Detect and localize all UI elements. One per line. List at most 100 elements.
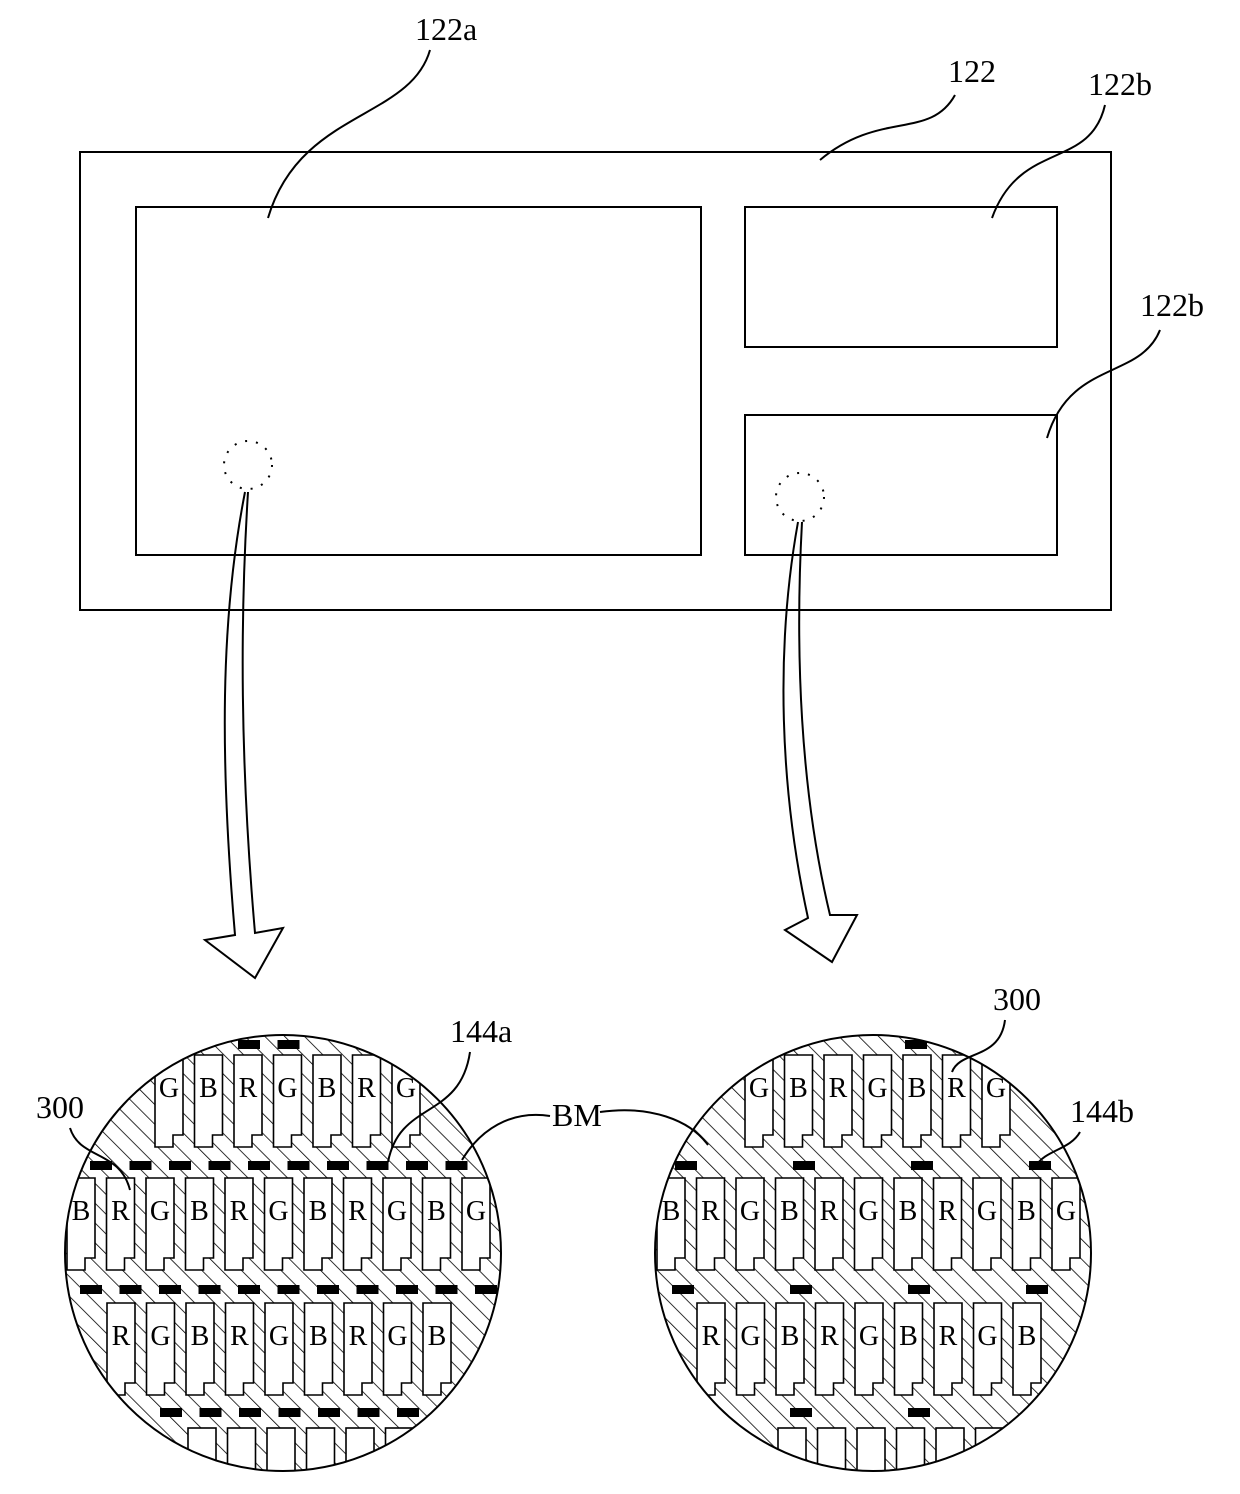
arrow-right — [783, 522, 857, 962]
sub-pixel-color-label: B — [309, 1196, 328, 1227]
sub-pixel-color-label: G — [150, 1196, 170, 1227]
tft-block — [200, 1408, 222, 1417]
tft-block — [120, 1285, 142, 1294]
sub-pixel-cell — [897, 1428, 925, 1478]
label-bm: BM — [552, 1097, 602, 1133]
tft-block — [908, 1408, 930, 1417]
tft-block — [793, 1161, 815, 1170]
tft-block — [130, 1161, 152, 1170]
label-300-right: 300 — [993, 981, 1041, 1017]
panel-122 — [80, 152, 1111, 610]
sub-pixel-color-label: R — [702, 1321, 721, 1352]
sub-pixel-color-label: G — [268, 1196, 288, 1227]
tft-block — [436, 1285, 458, 1294]
tft-block — [278, 1285, 300, 1294]
left-detail-view: GBRGBRGBRGBRGBRGBGRGBRGBRGB — [53, 1025, 572, 1485]
sub-pixel-cell — [1094, 1428, 1122, 1478]
sub-pixel-cell — [386, 1428, 414, 1478]
tft-block — [209, 1161, 231, 1170]
sub-pixel-color-label: B — [309, 1321, 328, 1352]
sub-pixel-color-label: B — [191, 1321, 210, 1352]
sub-pixel-color-label: B — [1017, 1196, 1036, 1227]
sub-pixel-cell — [465, 1428, 493, 1478]
leader-122b-top — [992, 105, 1105, 218]
leader-122a — [268, 50, 430, 218]
sub-pixel-color-label: R — [111, 1196, 130, 1227]
tft-block — [317, 1285, 339, 1294]
sub-pixel-color-label: R — [829, 1073, 848, 1104]
sub-pixel-color-label: R — [239, 1073, 258, 1104]
sub-pixel-cell — [1015, 1428, 1043, 1478]
label-144b: 144b — [1070, 1093, 1134, 1129]
sub-pixel-color-label: B — [427, 1196, 446, 1227]
sub-pixel-color-label: G — [466, 1196, 486, 1227]
sub-pixel-cell — [307, 1428, 335, 1478]
sub-pixel-cell — [425, 1428, 453, 1478]
tft-block — [278, 1040, 300, 1049]
sub-pixel-color-label: R — [112, 1321, 131, 1352]
sub-pixel-color-label: G — [859, 1321, 879, 1352]
tft-block — [397, 1408, 419, 1417]
sub-pixel-cell — [976, 1428, 1004, 1478]
sub-pixel-color-label: R — [357, 1073, 376, 1104]
arrow-left — [205, 492, 283, 978]
tft-block — [160, 1408, 182, 1417]
tft-block — [790, 1285, 812, 1294]
sub-pixel-color-label: B — [662, 1196, 681, 1227]
sub-pixel-color-label: B — [72, 1196, 91, 1227]
tft-block — [911, 1161, 933, 1170]
tft-block — [90, 1161, 112, 1170]
tft-block — [672, 1285, 694, 1294]
tft-block — [239, 1408, 261, 1417]
sub-pixel-color-label: G — [1056, 1196, 1076, 1227]
tft-block — [396, 1285, 418, 1294]
tft-block — [446, 1161, 468, 1170]
sub-pixel-color-label: R — [939, 1321, 958, 1352]
tft-block — [406, 1161, 428, 1170]
tft-block — [238, 1040, 260, 1049]
sub-pixel-color-label: G — [867, 1073, 887, 1104]
label-122a: 122a — [415, 11, 477, 47]
sub-pixel-color-label: R — [349, 1321, 368, 1352]
sub-pixel-color-label: B — [190, 1196, 209, 1227]
sub-pixel-cell — [228, 1428, 256, 1478]
sub-pixel-color-label: R — [701, 1196, 720, 1227]
sub-pixel-color-label: G — [159, 1073, 179, 1104]
sub-pixel-color-label: G — [150, 1321, 170, 1352]
tft-block — [1029, 1161, 1051, 1170]
sub-pixel-color-label: B — [899, 1321, 918, 1352]
region-122b-top — [745, 207, 1057, 347]
sub-pixel-cell — [504, 1428, 532, 1478]
sub-pixel-color-label: R — [230, 1196, 249, 1227]
tft-block — [199, 1285, 221, 1294]
magnify-marker-left — [224, 441, 272, 489]
tft-block — [169, 1161, 191, 1170]
sub-pixel-color-label: R — [947, 1073, 966, 1104]
sub-pixel-cell — [778, 1428, 806, 1478]
tft-block — [790, 1408, 812, 1417]
magnify-marker-right — [776, 473, 824, 521]
region-122b-bottom — [745, 415, 1057, 555]
tft-block — [80, 1285, 102, 1294]
sub-pixel-color-label: B — [199, 1073, 218, 1104]
tft-block — [327, 1161, 349, 1170]
sub-pixel-color-label: B — [1018, 1321, 1037, 1352]
label-122b-top: 122b — [1088, 66, 1152, 102]
tft-block — [238, 1285, 260, 1294]
sub-pixel-color-label: B — [428, 1321, 447, 1352]
sub-pixel-color-label: G — [977, 1196, 997, 1227]
sub-pixel-color-label: B — [789, 1073, 808, 1104]
tft-block — [367, 1161, 389, 1170]
tft-block — [288, 1161, 310, 1170]
tft-block — [159, 1285, 181, 1294]
leader-122b-bottom — [1047, 330, 1160, 438]
leader-122 — [820, 95, 955, 160]
sub-pixel-color-label: R — [820, 1321, 839, 1352]
sub-pixel-color-label: B — [780, 1196, 799, 1227]
label-122: 122 — [948, 53, 996, 89]
sub-pixel-color-label: R — [820, 1196, 839, 1227]
region-122a — [136, 207, 701, 555]
tft-block — [475, 1285, 497, 1294]
sub-pixel-color-label: R — [230, 1321, 249, 1352]
